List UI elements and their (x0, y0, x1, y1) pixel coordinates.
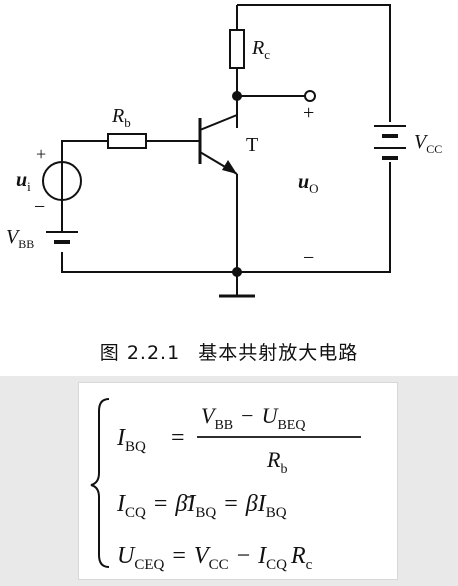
eq2: ICQ=β̄IBQ=βIBQ (116, 491, 287, 521)
rc-label: Rc (251, 37, 270, 62)
output-plus: + (303, 102, 314, 124)
resistor-rc (229, 29, 245, 69)
vcc-gap (380, 122, 400, 162)
ui-top-wire (61, 140, 108, 163)
vbb-label: VBB (6, 226, 34, 251)
output-terminal (304, 90, 316, 102)
rb-label: Rb (111, 105, 131, 130)
vcc-label: VCC (414, 131, 442, 156)
ui-label: ui (16, 169, 31, 194)
eq1-numerator: VBB−UBEQ (201, 403, 305, 433)
resistor-rb (107, 133, 147, 149)
ui-plus: + (36, 144, 46, 164)
eq1-equals: = (171, 425, 185, 451)
transistor-label: T (246, 134, 258, 156)
circuit-figure-panel: Rc Rb T + uO − + ui − VBB VCC 图 2.2.1 基本共… (0, 0, 458, 376)
transistor-collector (199, 114, 238, 131)
vcc-top-wire (237, 4, 391, 122)
caption-number: 图 2.2.1 (99, 342, 181, 364)
ground-junction (232, 267, 242, 277)
equation-system: IBQ = VBB−UBEQ Rb ICQ=β̄IBQ=βIBQ UCEQ=VC… (90, 398, 361, 573)
ui-minus: − (34, 196, 45, 218)
uo-label: uO (298, 171, 319, 196)
vbb-gap (52, 244, 72, 252)
emitter-arrow-icon (222, 160, 237, 174)
figure-caption: 图 2.2.1 基本共射放大电路 (0, 338, 458, 365)
wires (61, 4, 391, 296)
bottom-wire (61, 162, 391, 273)
left-brace-icon (90, 398, 110, 568)
circuit-diagram: Rc Rb T + uO − + ui − VBB VCC (6, 4, 442, 298)
collector-junction (232, 91, 242, 101)
eq1-denominator: Rb (266, 447, 287, 477)
caption-title: 基本共射放大电路 (198, 342, 359, 364)
output-minus: − (303, 247, 314, 269)
equation-panel: IBQ = VBB−UBEQ Rb ICQ=β̄IBQ=βIBQ UCEQ=VC… (78, 382, 398, 580)
eq1-lhs: IBQ (116, 425, 146, 455)
